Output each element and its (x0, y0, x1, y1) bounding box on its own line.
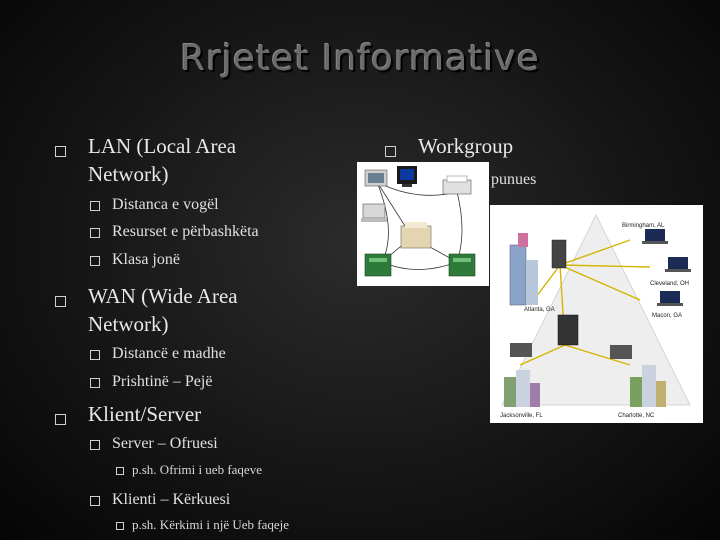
bullet-square-icon (55, 414, 66, 425)
label-atlanta: Atlanta, GA (524, 307, 555, 313)
client-example: p.sh. Kërkimi i një Ueb faqeje (132, 517, 290, 532)
lan-item-3: Klasa jonë (112, 251, 180, 268)
label-birmingham: Birmingham, AL (622, 223, 665, 229)
server-icon (448, 253, 476, 277)
bullet-square-icon (55, 296, 66, 307)
printer-icon (442, 175, 472, 195)
workgroup-subtext: punues (491, 171, 537, 188)
computer-icon (364, 169, 388, 187)
lan-item-1: Distanca e vogël (112, 196, 219, 213)
server-example: p.sh. Ofrimi i ueb faqeve (132, 462, 262, 477)
wan-network-diagram: Birmingham, AL Cleveland, OH Macon, GA A… (490, 205, 703, 423)
bullet-square-icon (90, 228, 100, 238)
label-charlotte: Charlotte, NC (618, 413, 655, 419)
server-icon (557, 314, 579, 346)
laptop-icon (361, 203, 387, 222)
bullet-square-icon (90, 496, 100, 506)
lan-heading-line1: LAN (Local Area (88, 134, 237, 158)
wan-heading-line2: Network) (88, 312, 169, 336)
laptop-icon (642, 229, 691, 306)
building-icon (509, 233, 538, 306)
wan-heading-line1: WAN (Wide Area (88, 284, 238, 308)
bullet-square-icon (385, 146, 396, 157)
wan-item-2: Prishtinë – Pejë (112, 373, 213, 390)
lan-item-2: Resurset e përbashkëta (112, 223, 259, 240)
server-item: Server – Ofruesi (112, 435, 218, 452)
workgroup-heading: Workgroup (418, 134, 514, 158)
printer-icon (400, 222, 432, 249)
bullet-square-icon (90, 440, 100, 450)
bullet-square-icon (55, 146, 66, 157)
bullet-square-icon (90, 256, 100, 266)
building-icon (504, 365, 666, 407)
bullet-square-icon (90, 378, 100, 388)
slide-title: Rrjetet Informative (180, 38, 540, 79)
computer-icon (510, 343, 632, 359)
label-jacksonville: Jacksonville, FL (500, 413, 543, 419)
label-macon: Macon, GA (652, 313, 682, 319)
monitor-icon (397, 166, 417, 187)
lan-heading-line2: Network) (88, 162, 169, 186)
wan-item-1: Distancë e madhe (112, 345, 226, 362)
label-cleveland: Cleveland, OH (650, 281, 689, 287)
client-server-heading: Klient/Server (88, 402, 202, 426)
server-icon (551, 239, 567, 269)
bullet-square-icon (116, 522, 124, 530)
client-item: Klienti – Kërkuesi (112, 491, 231, 508)
bullet-square-icon (116, 467, 124, 475)
bullet-square-icon (90, 350, 100, 360)
server-icon (364, 253, 392, 277)
lan-workgroup-diagram (357, 162, 489, 286)
bullet-square-icon (90, 201, 100, 211)
